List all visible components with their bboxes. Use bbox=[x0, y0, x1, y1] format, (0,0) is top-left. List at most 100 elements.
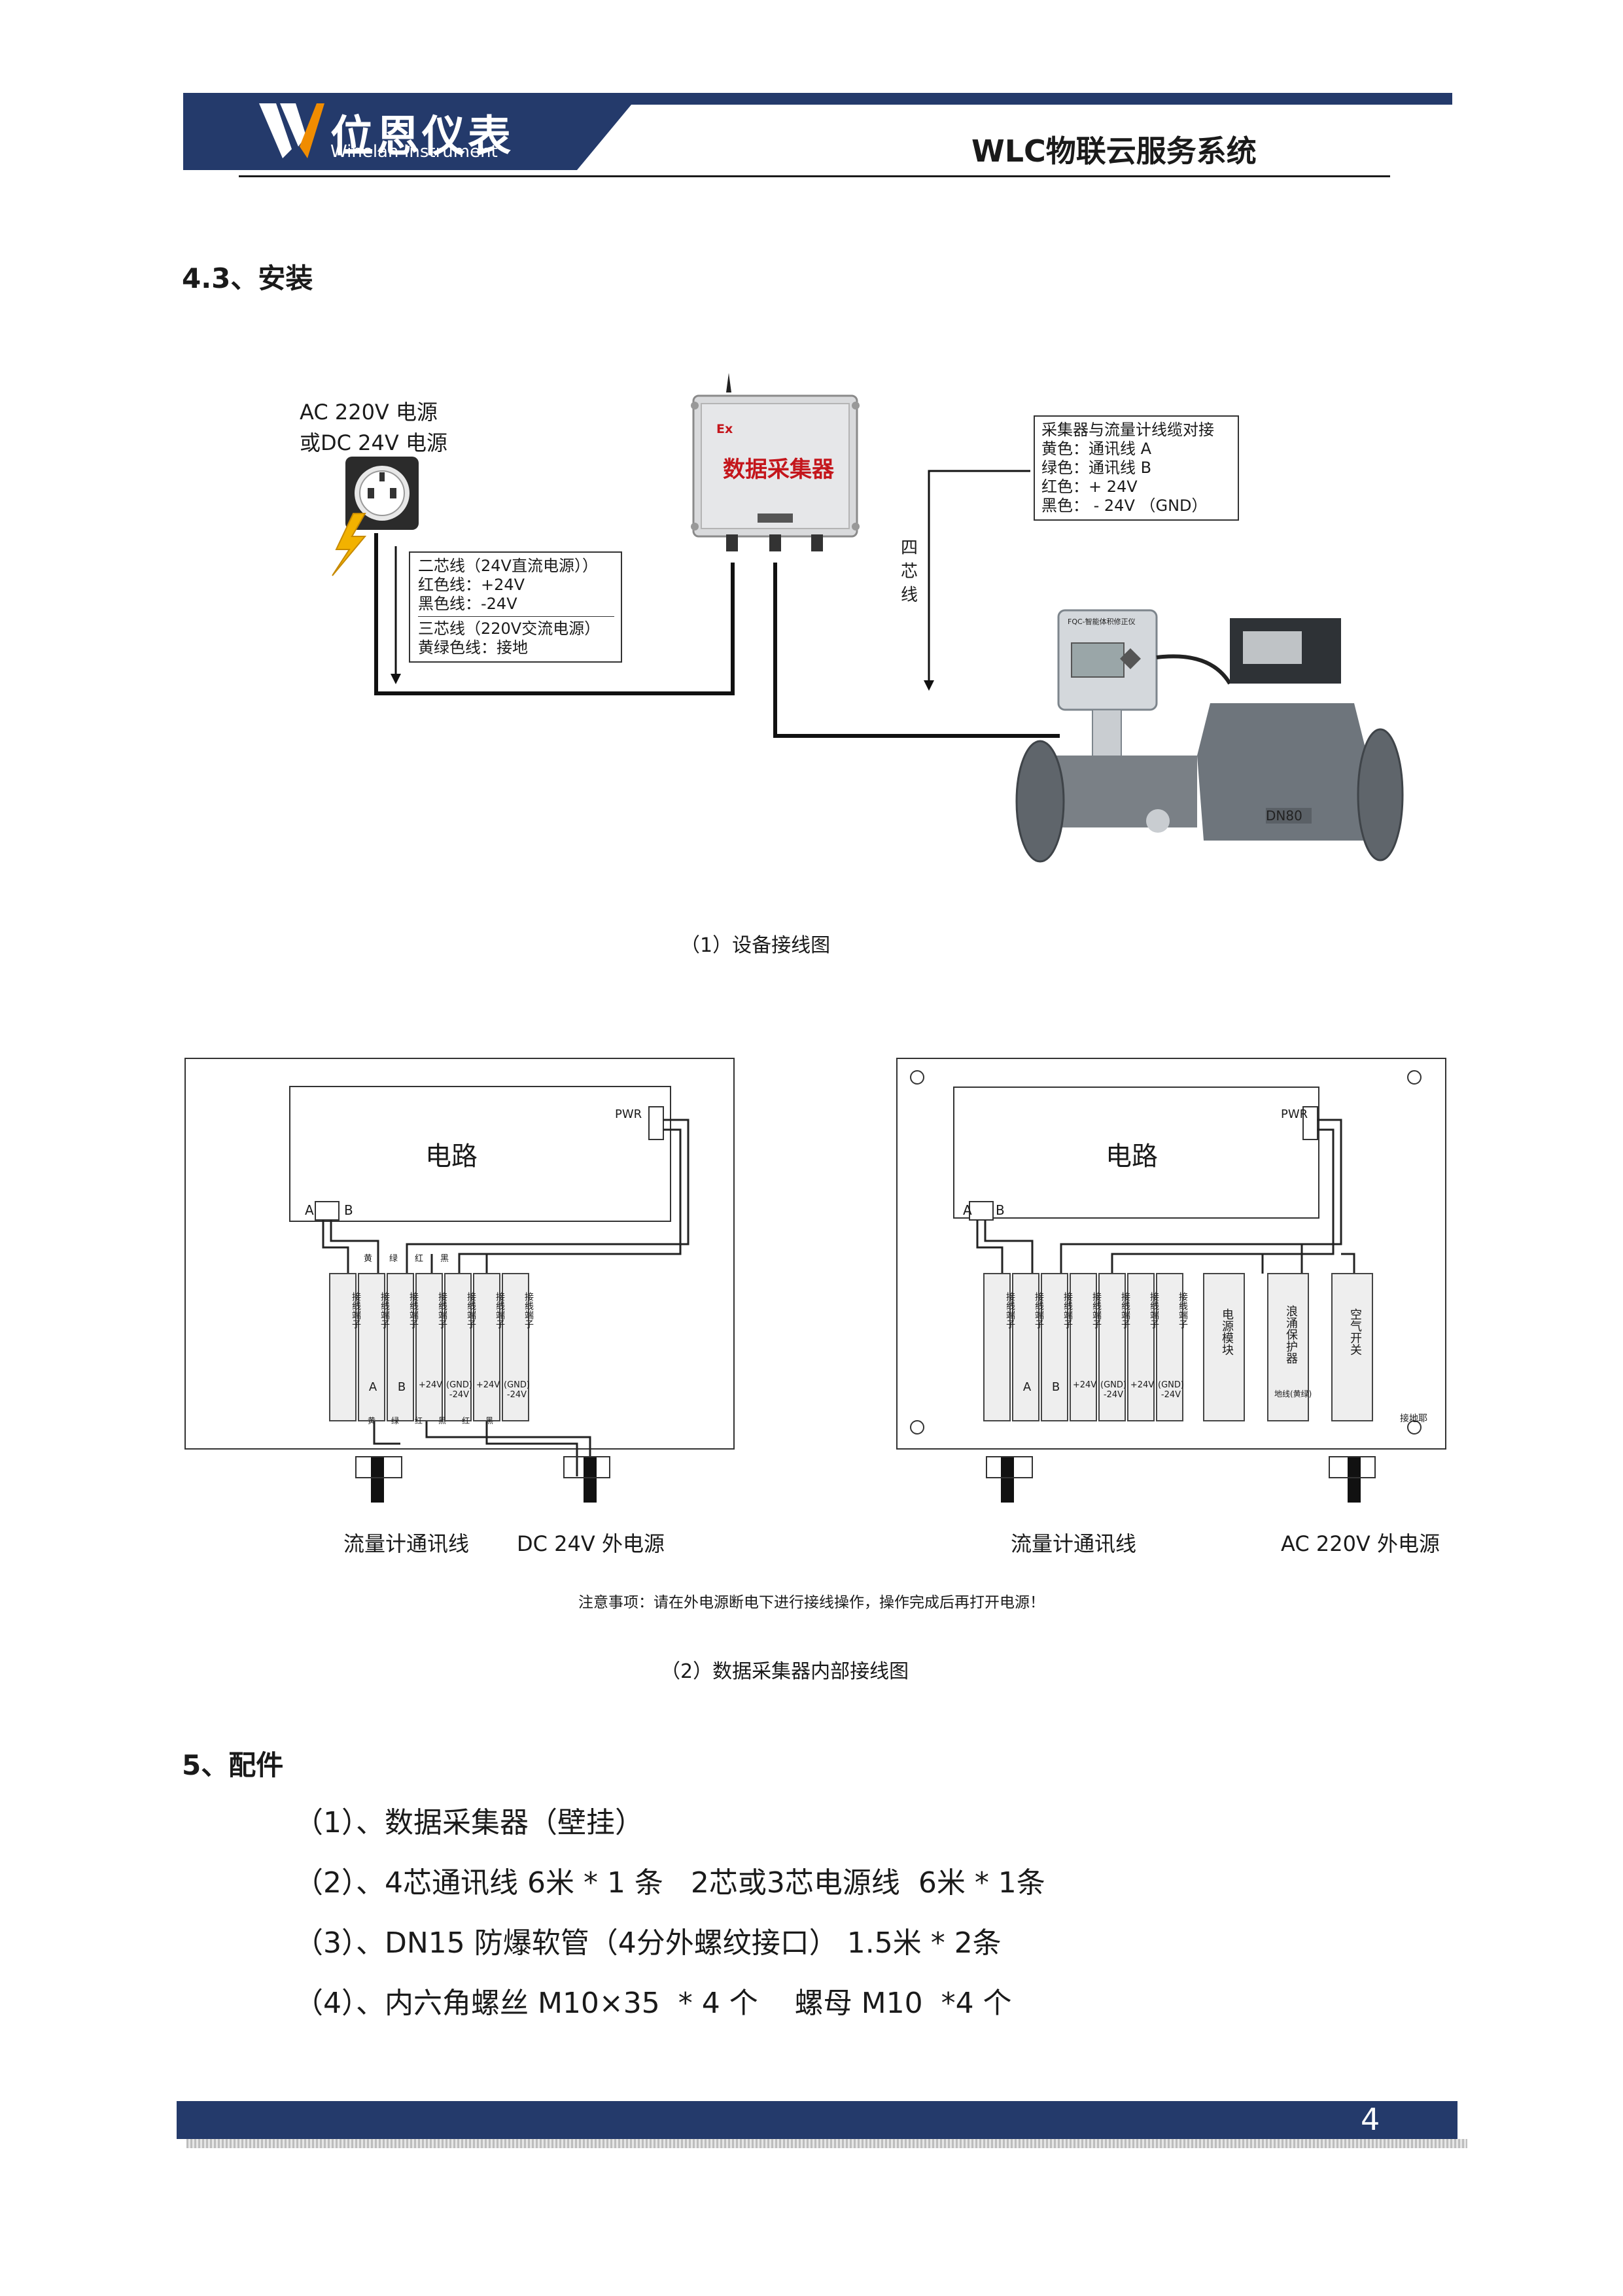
ab-label-a: A bbox=[305, 1202, 314, 1218]
wire-color: 黄 bbox=[368, 1416, 376, 1425]
wire-colors-top-left: 黄 绿 红 黑 bbox=[364, 1251, 521, 1264]
ex-mark: Ex bbox=[716, 422, 733, 436]
signal-note-line: 红色：+ 24V bbox=[1041, 478, 1138, 496]
label-ac-power: AC 220V 外电源 bbox=[1281, 1531, 1440, 1556]
wiring-lines bbox=[374, 470, 1060, 738]
label-meter-comm-left: 流量计通讯线 bbox=[343, 1531, 470, 1556]
terminal-pin bbox=[984, 1380, 1013, 1400]
terminal-name: 接线端子 bbox=[523, 1292, 534, 1329]
signal-note-line: 采集器与流量计线缆对接 bbox=[1041, 421, 1214, 439]
meter-dn-label: DN80 bbox=[1266, 808, 1302, 824]
wire-color: 红 bbox=[462, 1416, 470, 1425]
terminal-pin: A bbox=[368, 1380, 377, 1394]
signal-cable-note: 采集器与流量计线缆对接 黄色：通讯线 A 绿色：通讯线 B 红色：+ 24V 黑… bbox=[1034, 415, 1239, 521]
internal-caption: （2）数据采集器内部接线图 bbox=[661, 1660, 909, 1683]
flowmeter-image bbox=[1015, 609, 1404, 863]
power-cable-note-line: 黄绿色线：接地 bbox=[418, 638, 528, 657]
terminal-pin: A bbox=[1022, 1380, 1032, 1394]
internal-wiring-right bbox=[910, 1070, 1422, 1503]
terminal-name: 接线端子 bbox=[466, 1292, 476, 1329]
label-dc-power: DC 24V 外电源 bbox=[517, 1531, 665, 1556]
accessory-item: （4）、内六角螺丝 M10×35 * 4 个 螺母 M10 *4 个 bbox=[294, 1987, 1012, 2020]
label-meter-comm-right: 流量计通讯线 bbox=[1011, 1531, 1137, 1556]
power-socket-icon bbox=[332, 457, 419, 576]
terminal-names-left: 接线端子 接线端子 接线端子 接线端子 接线端子 接线端子 接线端子 bbox=[334, 1292, 543, 1329]
header-rule bbox=[239, 175, 1390, 177]
wire-color: 绿 bbox=[389, 1254, 398, 1264]
circuit-label-right: 电路 bbox=[1106, 1141, 1158, 1172]
terminal-pin: +24V bbox=[1072, 1380, 1097, 1390]
terminal-pin: (GND) -24V bbox=[446, 1380, 472, 1400]
internal-diagram-dc bbox=[184, 1058, 735, 1450]
wiring-safety-note: 注意事项：请在外电源断电下进行接线操作，操作完成后再打开电源！ bbox=[578, 1594, 1045, 1611]
logo-english: Winelan Instrument bbox=[330, 142, 498, 162]
header-title: WLC物联云服务系统 bbox=[971, 133, 1257, 169]
terminal-pin: +24V bbox=[476, 1380, 500, 1390]
four-core-char: 芯 bbox=[900, 562, 918, 582]
signal-note-line: 黑色： - 24V （GND） bbox=[1041, 496, 1208, 515]
page-number: 4 bbox=[1361, 2102, 1380, 2137]
terminal-name: 接线端子 bbox=[1034, 1292, 1044, 1329]
terminal-pin: (GND) -24V bbox=[1100, 1380, 1126, 1400]
section-heading-accessories: 5、配件 bbox=[182, 1749, 284, 1781]
terminal-name: 接线端子 bbox=[1062, 1292, 1073, 1329]
wire-colors-bottom-left: 黄 绿 红 黑 红 黑 bbox=[368, 1415, 551, 1426]
wire-color: 红 bbox=[415, 1416, 423, 1425]
wire-color: 黑 bbox=[438, 1416, 447, 1425]
four-core-char: 线 bbox=[900, 585, 918, 605]
terminal-name: 接线端子 bbox=[1005, 1292, 1015, 1329]
terminal-pin: (GND) -24V bbox=[1158, 1380, 1184, 1400]
pwr-label-left: PWR bbox=[615, 1107, 642, 1121]
power-label-2: 或DC 24V 电源 bbox=[300, 430, 447, 455]
terminal-name: 接线端子 bbox=[495, 1292, 505, 1329]
pwr-label-right: PWR bbox=[1281, 1107, 1308, 1121]
surge-protector-label: 浪涌保护器 bbox=[1284, 1305, 1298, 1364]
data-collector-device bbox=[691, 373, 860, 551]
four-core-label: 四 芯 线 bbox=[898, 536, 921, 607]
terminal-pin: +24V bbox=[1130, 1380, 1155, 1390]
terminal-name: 接线端子 bbox=[408, 1292, 419, 1329]
section-heading-install: 4.3、安装 bbox=[182, 262, 313, 294]
internal-diagram-ac bbox=[896, 1058, 1446, 1450]
power-label-1: AC 220V 电源 bbox=[300, 400, 438, 425]
signal-note-line: 黄色：通讯线 A bbox=[1041, 440, 1152, 458]
ground-wire-label: 地线(黄绿) bbox=[1274, 1389, 1312, 1399]
accessory-item: （1）、数据采集器（壁挂） bbox=[294, 1806, 644, 1839]
terminal-pins-right: A B +24V (GND) -24V +24V (GND) -24V bbox=[984, 1380, 1193, 1400]
terminal-name: 接线端子 bbox=[379, 1292, 390, 1329]
circuit-board-left bbox=[289, 1086, 671, 1222]
note-divider bbox=[418, 616, 614, 617]
meter-display-label: FQC-智能体积修正仪 bbox=[1068, 617, 1136, 626]
power-cable-note: 二芯线（24V直流电源）） 红色线：+24V 黑色线：-24V 三芯线（220V… bbox=[409, 551, 622, 663]
footer-shadow bbox=[186, 2139, 1467, 2148]
logo-mark-icon bbox=[259, 103, 324, 158]
terminal-pin: B bbox=[397, 1380, 406, 1394]
terminal-name: 接线端子 bbox=[1149, 1292, 1159, 1329]
wire-color: 红 bbox=[415, 1254, 424, 1264]
terminal-name: 接线端子 bbox=[1178, 1292, 1188, 1329]
terminal-name: 接线端子 bbox=[351, 1292, 361, 1329]
logo-chinese: 位恩仪表 bbox=[330, 111, 514, 162]
power-cable-note-line: 黑色线：-24V bbox=[418, 595, 517, 613]
terminal-name: 接线端子 bbox=[1091, 1292, 1102, 1329]
terminal-names-right: 接线端子 接线端子 接线端子 接线端子 接线端子 接线端子 接线端子 bbox=[988, 1292, 1197, 1329]
accessory-item: （3）、DN15 防爆软管（4分外螺纹接口） 1.5米 * 2条 bbox=[294, 1926, 1002, 1960]
circuit-label-left: 电路 bbox=[425, 1141, 478, 1172]
ab-label-b: B bbox=[996, 1202, 1005, 1218]
terminal-name: 接线端子 bbox=[437, 1292, 447, 1329]
wiring-caption: （1）设备接线图 bbox=[680, 934, 831, 957]
ground-terminal-label: 接地耶 bbox=[1400, 1414, 1427, 1424]
header-logo-band bbox=[183, 93, 641, 170]
collector-label: 数据采集器 bbox=[723, 457, 834, 483]
terminal-pin: +24V bbox=[418, 1380, 443, 1390]
wire-color: 黑 bbox=[440, 1254, 449, 1264]
ab-label-a: A bbox=[963, 1202, 972, 1218]
wire-color: 黑 bbox=[485, 1416, 494, 1425]
terminal-pin bbox=[330, 1380, 358, 1400]
accessory-item: （2）、4芯通讯线 6米 * 1 条 2芯或3芯电源线 6米 * 1条 bbox=[294, 1866, 1045, 1900]
internal-wiring-left bbox=[315, 1106, 689, 1503]
ab-label-b: B bbox=[344, 1202, 353, 1218]
power-cable-note-line: 三芯线（220V交流电源） bbox=[418, 619, 601, 638]
terminal-name: 接线端子 bbox=[1120, 1292, 1130, 1329]
terminal-pin: B bbox=[1051, 1380, 1060, 1394]
